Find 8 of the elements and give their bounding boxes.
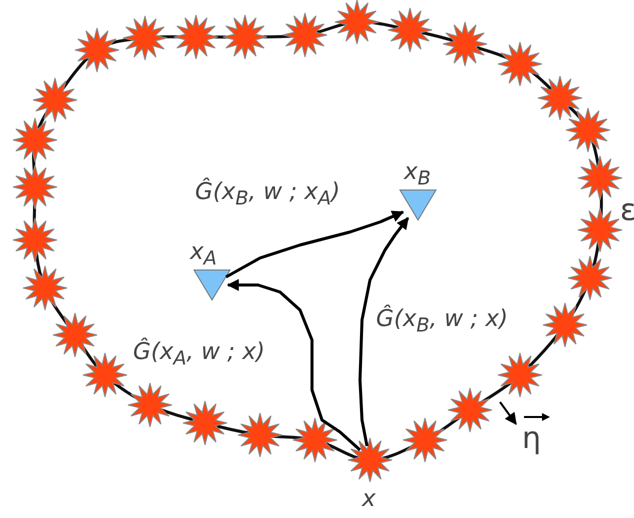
arrow (226, 279, 361, 452)
source-label: x (362, 488, 376, 511)
arrow (225, 210, 404, 278)
receiver-label: x$_{A}$ (190, 241, 217, 268)
arrow (358, 217, 410, 446)
boundary-label: ε (620, 196, 634, 226)
normal-vector-label: η (522, 424, 542, 454)
receiver-label: x$_{B}$ (404, 161, 431, 188)
